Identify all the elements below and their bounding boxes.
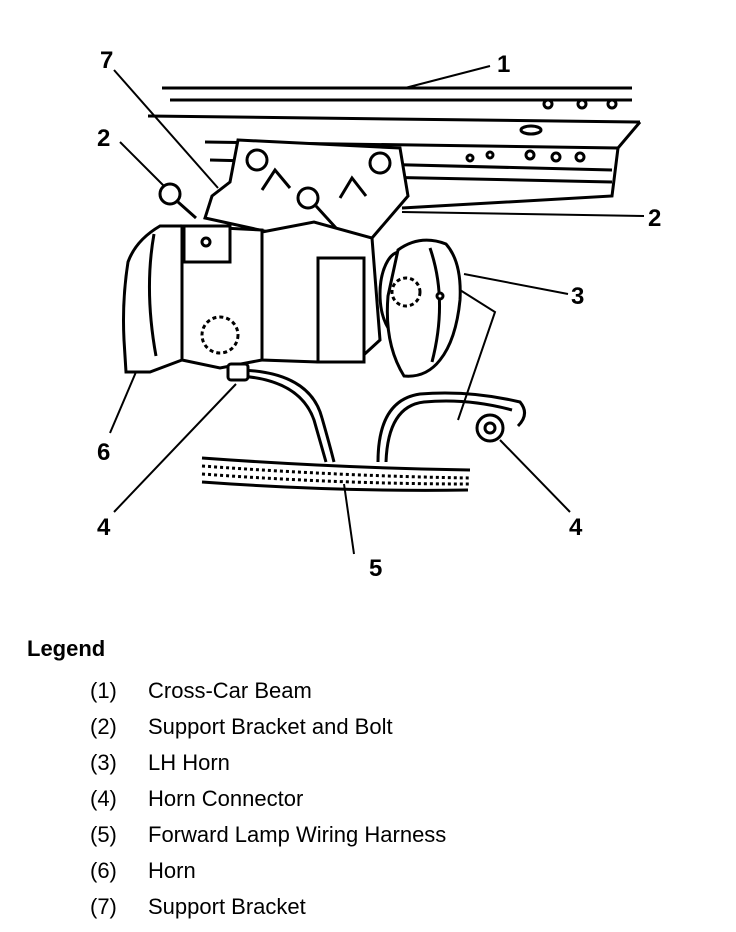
legend-item: (4) Horn Connector [90, 781, 446, 817]
legend-number: (7) [90, 894, 117, 919]
legend-number: (3) [90, 750, 117, 775]
lh-horn [378, 238, 462, 378]
callout-2-right: 2 [648, 205, 661, 232]
legend-text: Support Bracket [148, 894, 306, 919]
legend-text: Horn Connector [148, 786, 304, 811]
legend-number: (6) [90, 858, 117, 883]
bolt-right [296, 186, 338, 230]
callout-4-left: 4 [97, 514, 111, 541]
legend-text: Forward Lamp Wiring Harness [148, 822, 447, 847]
legend-text: Horn [148, 858, 196, 883]
horn-wire-leads [239, 289, 526, 463]
callout-1: 1 [497, 51, 510, 78]
bolt-left [158, 182, 197, 220]
legend-item: (7) Support Bracket [90, 889, 446, 925]
legend-title: Legend [27, 636, 106, 661]
callout-5: 5 [369, 555, 382, 582]
legend-text: LH Horn [148, 750, 230, 775]
legend-text: Support Bracket and Bolt [148, 714, 393, 739]
legend-list: (1) Cross-Car Beam (2) Support Bracket and… [90, 673, 446, 925]
legend-item: (5) Forward Lamp Wiring Harness [90, 817, 446, 853]
legend-number: (4) [90, 786, 117, 811]
leader-lines [109, 65, 645, 555]
callout-2-left: 2 [97, 125, 110, 152]
legend-text: Cross-Car Beam [148, 678, 312, 703]
legend-item: (3) LH Horn [90, 745, 446, 781]
legend-item: (2) Support Bracket and Bolt [90, 709, 446, 745]
callout-6: 6 [97, 439, 110, 466]
horn-connector-left [226, 362, 250, 382]
horn-assembly-diagram: 1 7 2 2 3 6 4 4 5 [97, 47, 661, 582]
horn-body [122, 220, 382, 374]
horn-connector-right [475, 413, 505, 443]
legend-number: (2) [90, 714, 117, 739]
legend-item: (1) Cross-Car Beam [90, 673, 446, 709]
callout-7: 7 [100, 47, 113, 74]
callout-4-right: 4 [569, 514, 583, 541]
forward-lamp-wiring-harness [201, 456, 471, 492]
legend-number: (5) [90, 822, 117, 847]
callout-3: 3 [571, 283, 584, 310]
legend-item: (6) Horn [90, 853, 446, 889]
legend-number: (1) [90, 678, 117, 703]
